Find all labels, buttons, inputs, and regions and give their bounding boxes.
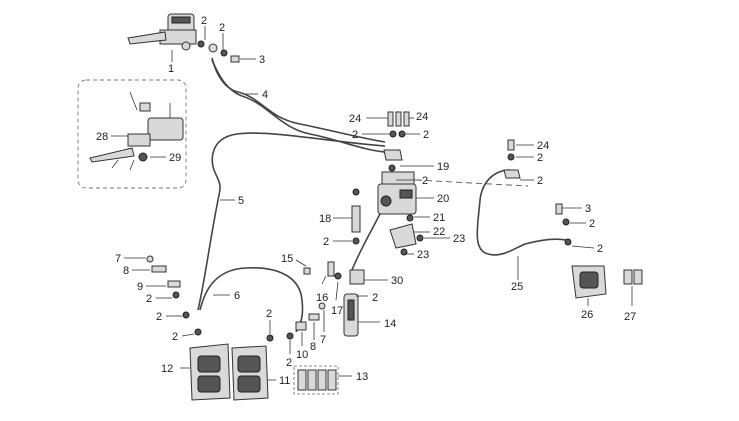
callout-label: 4 <box>262 89 268 101</box>
brake-hose-6 <box>199 267 304 333</box>
callout-label: 8 <box>310 341 316 353</box>
callout-label: 2 <box>201 15 207 27</box>
callout-label: 2 <box>172 331 178 343</box>
brake-pads-set <box>293 365 339 395</box>
callout-label: 18 <box>319 213 331 225</box>
rear-brake-pads <box>623 269 643 285</box>
callout-label: 29 <box>169 152 181 164</box>
callout-label: 16 <box>316 292 328 304</box>
abs-bracket <box>389 214 424 256</box>
callout-label: 1 <box>168 63 174 75</box>
callout-label: 2 <box>423 129 429 141</box>
brake-hose-4 <box>211 57 386 153</box>
callout-label: 2 <box>219 22 225 34</box>
callout-label: 30 <box>391 275 403 287</box>
callout-label: 27 <box>624 311 636 323</box>
front-master-cylinder <box>127 13 197 51</box>
callout-label: 2 <box>372 292 378 304</box>
rear-banjo-bolt <box>555 203 572 246</box>
callout-labels: 1 2 2 3 4 5 6 7 8 9 2 2 2 12 11 13 2 2 1… <box>96 15 636 387</box>
callout-label: 24 <box>349 113 361 125</box>
rear-caliper <box>571 265 607 299</box>
callout-label: 21 <box>433 212 445 224</box>
callout-label: 6 <box>234 290 240 302</box>
callout-label: 14 <box>384 318 396 330</box>
callout-label: 24 <box>537 140 549 152</box>
callout-label: 2 <box>597 243 603 255</box>
callout-label: 2 <box>286 357 292 369</box>
abs-upper-bolts <box>383 111 410 172</box>
callout-label: 24 <box>416 111 428 123</box>
callout-label: 3 <box>585 203 591 215</box>
bleeder-fittings-mid <box>266 302 326 342</box>
callout-label: 10 <box>296 349 308 361</box>
callout-label: 2 <box>146 293 152 305</box>
callout-label: 2 <box>537 175 543 187</box>
callout-label: 20 <box>437 193 449 205</box>
callout-label: 5 <box>238 195 244 207</box>
callout-label: 9 <box>137 281 143 293</box>
connection-dashed-line <box>415 179 529 187</box>
bleeder-fittings-left <box>146 255 202 336</box>
callout-label: 15 <box>281 253 293 265</box>
rear-upper-bolt <box>503 139 521 179</box>
abs-modulator <box>377 171 417 215</box>
callout-label: 28 <box>96 131 108 143</box>
callout-label: 23 <box>453 233 465 245</box>
callout-label: 2 <box>589 218 595 230</box>
callout-label: 7 <box>115 253 121 265</box>
callout-label: 8 <box>123 265 129 277</box>
callout-label: 13 <box>356 371 368 383</box>
callout-label: 2 <box>537 152 543 164</box>
callout-label: 26 <box>581 309 593 321</box>
rear-master-cylinder <box>303 261 365 337</box>
callout-label: 3 <box>259 54 265 66</box>
callout-label: 22 <box>433 226 445 238</box>
callout-label: 2 <box>352 129 358 141</box>
callout-label: 2 <box>156 311 162 323</box>
inset-frame <box>77 79 187 189</box>
callout-label: 2 <box>422 175 428 187</box>
brake-hose-5 <box>197 132 386 311</box>
callout-label: 25 <box>511 281 523 293</box>
callout-label: 2 <box>266 308 272 320</box>
pressure-sensor <box>351 188 361 233</box>
callout-label: 2 <box>323 236 329 248</box>
callout-label: 23 <box>417 249 429 261</box>
front-caliper-left <box>189 343 231 401</box>
callout-label: 12 <box>161 363 173 375</box>
front-caliper-right <box>231 345 269 401</box>
banjo-bolt-top <box>197 40 240 63</box>
brake-hose-25 <box>476 169 567 256</box>
callout-label: 19 <box>437 161 449 173</box>
callout-label: 17 <box>331 305 343 317</box>
callout-label: 11 <box>279 375 290 387</box>
callout-label: 7 <box>320 334 326 346</box>
inset-master-cylinder <box>89 91 184 171</box>
